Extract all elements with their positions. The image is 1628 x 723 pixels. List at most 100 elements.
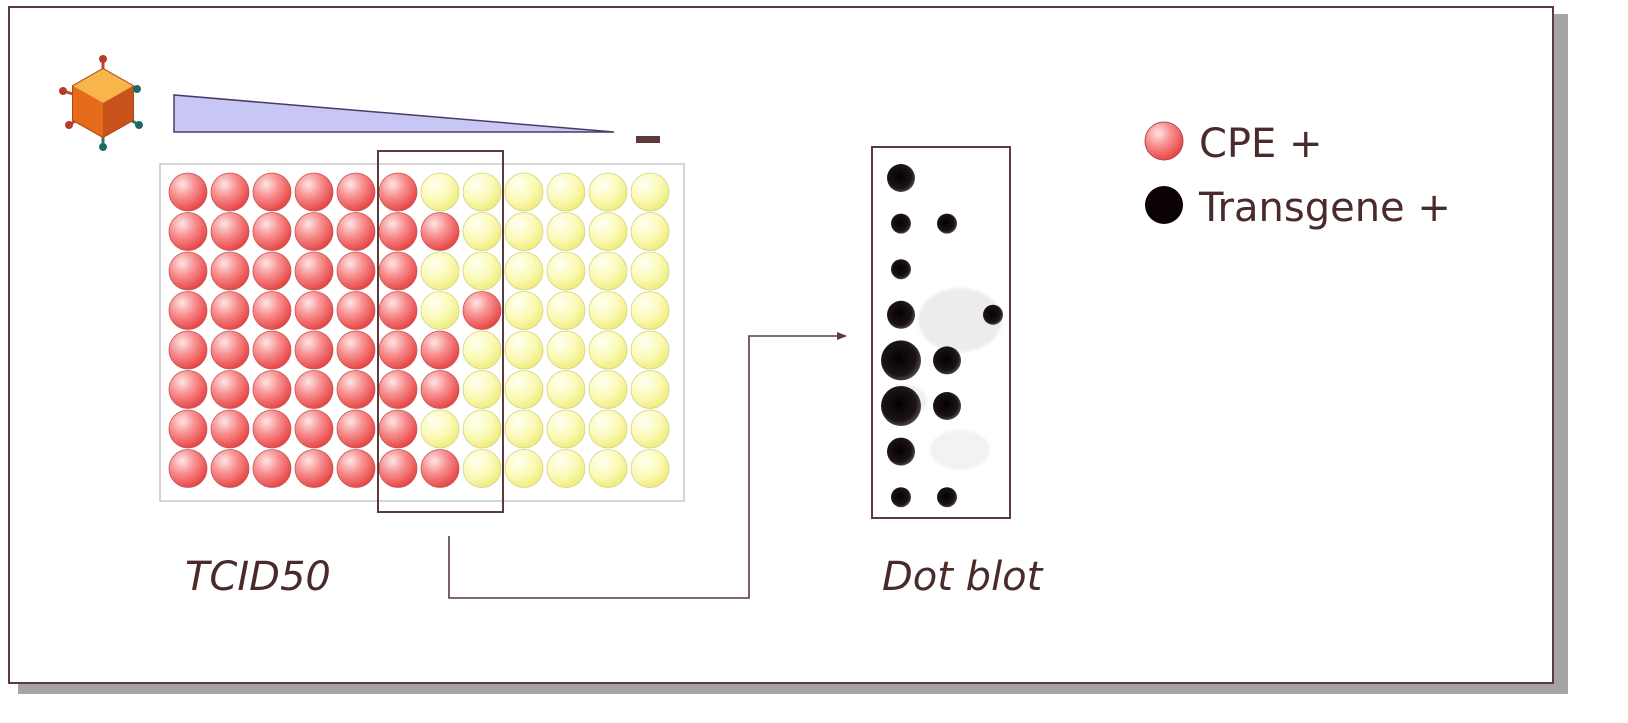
well-cpe-positive	[462, 291, 502, 330]
well-cpe-negative	[546, 291, 586, 330]
well-cpe-negative	[504, 251, 544, 291]
dot-blot-spot	[887, 164, 915, 192]
well-cpe-negative	[630, 212, 670, 251]
dot-blot-spot	[891, 259, 911, 280]
well-cpe-positive	[336, 172, 376, 212]
well-cpe-positive	[168, 291, 208, 330]
well-cpe-positive	[294, 172, 334, 212]
legend-cpe-label: CPE +	[1199, 121, 1323, 167]
well-cpe-negative	[588, 449, 628, 488]
well-cpe-negative	[462, 172, 502, 212]
well-cpe-negative	[504, 330, 544, 370]
well-cpe-positive	[252, 212, 292, 251]
well-cpe-negative	[546, 251, 586, 291]
plate-highlight-box	[377, 150, 504, 513]
well-cpe-negative	[546, 212, 586, 251]
well-cpe-negative	[630, 251, 670, 291]
well-cpe-negative	[546, 172, 586, 212]
well-cpe-negative	[462, 449, 502, 488]
well-cpe-negative	[588, 330, 628, 370]
well-cpe-positive	[378, 212, 418, 251]
well-cpe-positive	[420, 330, 460, 370]
legend-transgene-label: Transgene +	[1198, 185, 1451, 231]
well-cpe-positive	[294, 449, 334, 488]
well-cpe-positive	[336, 449, 376, 488]
well-cpe-positive	[210, 449, 250, 488]
well-cpe-positive	[210, 291, 250, 330]
dot-blot-spot	[983, 304, 1003, 325]
well-cpe-negative	[462, 409, 502, 449]
well-cpe-positive	[336, 251, 376, 291]
well-cpe-positive	[420, 370, 460, 409]
well-cpe-positive	[210, 251, 250, 291]
well-cpe-positive	[168, 251, 208, 291]
dot-blot-spot	[933, 392, 961, 420]
well-cpe-positive	[252, 409, 292, 449]
well-cpe-negative	[546, 449, 586, 488]
well-cpe-positive	[168, 449, 208, 488]
well-cpe-positive	[378, 449, 418, 488]
well-cpe-positive	[378, 409, 418, 449]
well-cpe-positive	[252, 291, 292, 330]
well-cpe-positive	[294, 291, 334, 330]
dot-blot-spot	[937, 213, 957, 234]
well-cpe-positive	[168, 172, 208, 212]
well-cpe-negative	[588, 409, 628, 449]
well-cpe-positive	[378, 172, 418, 212]
well-cpe-negative	[462, 330, 502, 370]
virus-icon	[59, 55, 143, 151]
dot-blot-spot	[887, 437, 915, 466]
well-cpe-positive	[336, 409, 376, 449]
well-cpe-negative	[462, 212, 502, 251]
dot-blot-spot	[891, 213, 911, 234]
well-cpe-positive	[294, 409, 334, 449]
well-cpe-negative	[588, 370, 628, 409]
well-cpe-negative	[504, 370, 544, 409]
well-cpe-positive	[210, 370, 250, 409]
well-cpe-positive	[336, 330, 376, 370]
well-cpe-positive	[336, 370, 376, 409]
plate-wells	[168, 172, 670, 488]
well-cpe-negative	[630, 291, 670, 330]
well-cpe-positive	[294, 251, 334, 291]
well-cpe-positive	[378, 330, 418, 370]
well-cpe-positive	[210, 212, 250, 251]
well-cpe-negative	[588, 212, 628, 251]
dot-blot-spot	[933, 346, 961, 375]
well-cpe-negative	[546, 330, 586, 370]
dot-blot-spots	[881, 164, 1003, 508]
well-cpe-positive	[294, 370, 334, 409]
well-cpe-positive	[252, 370, 292, 409]
legend-transgene-marker	[1145, 186, 1183, 224]
well-cpe-negative	[630, 449, 670, 488]
dot-blot-spot	[887, 300, 915, 329]
well-cpe-positive	[210, 330, 250, 370]
well-cpe-negative	[504, 172, 544, 212]
well-cpe-negative	[588, 251, 628, 291]
well-cpe-positive	[168, 409, 208, 449]
legend-cpe-marker	[1144, 121, 1184, 161]
well-cpe-negative	[504, 291, 544, 330]
well-cpe-positive	[378, 370, 418, 409]
well-cpe-positive	[294, 330, 334, 370]
well-cpe-positive	[336, 212, 376, 251]
dilution-wedge	[173, 94, 615, 133]
well-cpe-negative	[504, 409, 544, 449]
well-cpe-positive	[252, 330, 292, 370]
well-cpe-positive	[168, 212, 208, 251]
well-cpe-negative	[462, 251, 502, 291]
well-cpe-positive	[210, 172, 250, 212]
legend: CPE + Transgene +	[1144, 121, 1451, 231]
well-cpe-negative	[630, 330, 670, 370]
well-cpe-negative	[630, 409, 670, 449]
dot-blot-spot	[891, 487, 911, 508]
well-cpe-negative	[546, 409, 586, 449]
well-cpe-negative	[420, 409, 460, 449]
well-cpe-positive	[252, 172, 292, 212]
tcid50-label: TCID50	[185, 554, 331, 600]
well-cpe-positive	[168, 370, 208, 409]
well-cpe-negative	[462, 370, 502, 409]
dot-blot-spot	[881, 386, 921, 426]
well-cpe-positive	[420, 212, 460, 251]
